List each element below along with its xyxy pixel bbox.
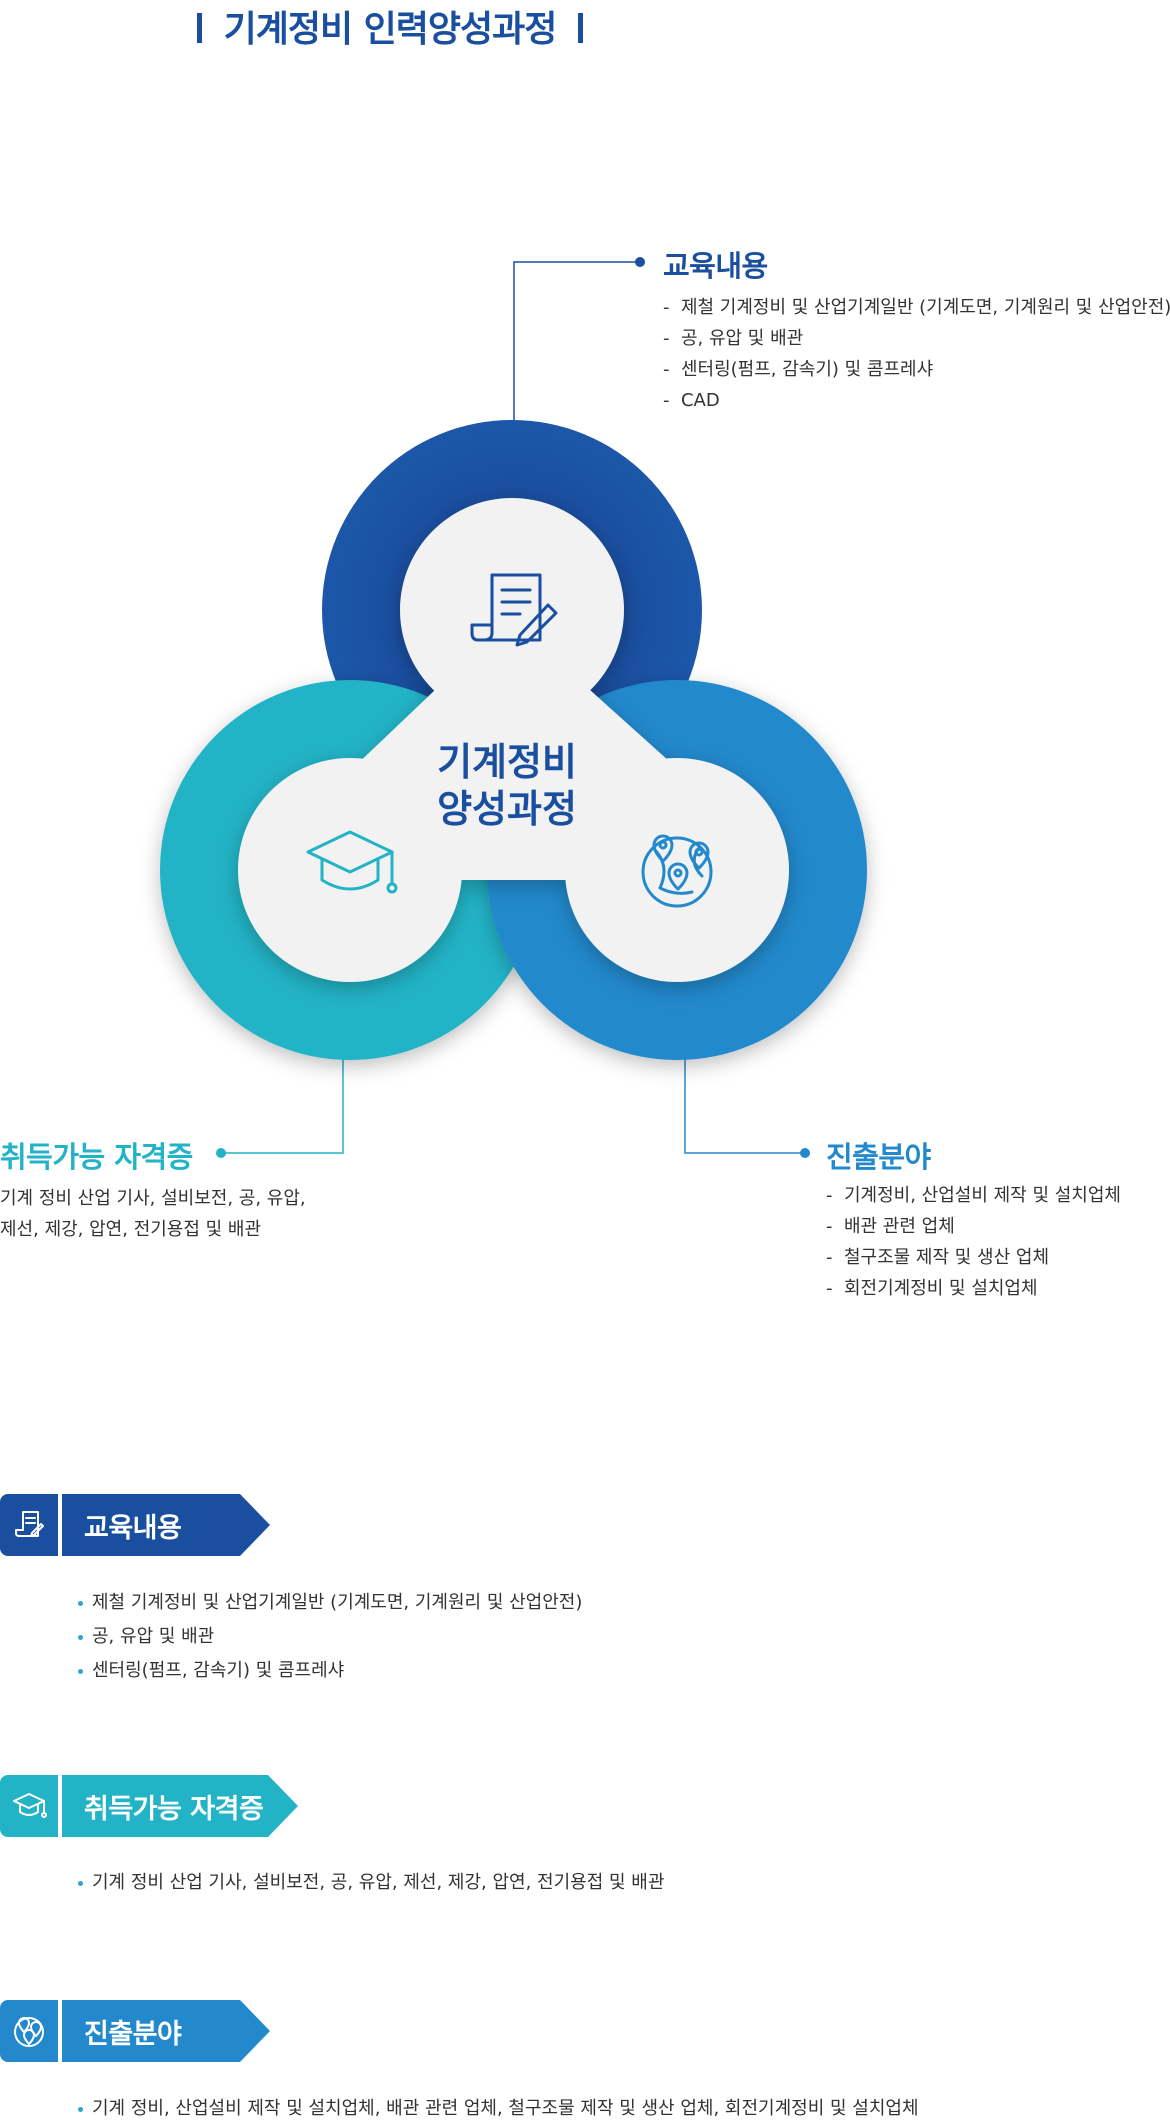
career-heading: 진출분야 — [826, 1140, 931, 1174]
career-banner-icon — [0, 2000, 58, 2062]
graduation-cap-icon — [13, 1793, 47, 1818]
connector-education — [513, 261, 640, 420]
page-title-text: 기계정비 인력양성과정 — [223, 9, 558, 50]
list-item: 공, 유압 및 배관 — [78, 1620, 582, 1654]
list-item: 공, 유압 및 배관 — [663, 323, 1170, 354]
certificate-banner-label: 취득가능 자격증 — [84, 1793, 264, 1825]
globe-pins-icon — [14, 2017, 44, 2047]
inner-shape — [238, 498, 789, 982]
certificate-bullet-list: 기계 정비 산업 기사, 설비보전, 공, 유압, 제선, 제강, 압연, 전기… — [78, 1866, 664, 1900]
list-item: 기계정비, 산업설비 제작 및 설치업체 — [826, 1180, 1121, 1211]
globe-pins-icon — [641, 834, 713, 908]
list-item: 철구조물 제작 및 생산 업체 — [826, 1242, 1121, 1273]
career-list: 기계정비, 산업설비 제작 및 설치업체 배관 관련 업체 철구조물 제작 및 … — [826, 1180, 1121, 1304]
career-bullet-list: 기계 정비, 산업설비 제작 및 설치업체, 배관 관련 업체, 철구조물 제작… — [78, 2092, 919, 2126]
list-item: 제철 기계정비 및 산업기계일반 (기계도면, 기계원리 및 산업안전) — [78, 1586, 582, 1620]
center-line2: 양성과정 — [437, 787, 577, 831]
connector-dot-education — [635, 257, 645, 267]
course-diagram: 기계정비 양성과정 교육내용 제철 기계정비 및 산업기계일반 (기계도면, 기… — [0, 0, 1170, 1320]
certificate-banner-icon — [0, 1775, 58, 1837]
list-item: 기계 정비 산업 기사, 설비보전, 공, 유압, 제선, 제강, 압연, 전기… — [78, 1866, 664, 1900]
career-banner-label: 진출분야 — [84, 2018, 182, 2050]
certificate-heading: 취득가능 자격증 — [0, 1140, 193, 1174]
page-title: 기계정비 인력양성과정 — [0, 0, 780, 52]
list-item: 기계 정비, 산업설비 제작 및 설치업체, 배관 관련 업체, 철구조물 제작… — [78, 2092, 919, 2126]
certificate-text: 기계 정비 산업 기사, 설비보전, 공, 유압, 제선, 제강, 압연, 전기… — [0, 1183, 306, 1245]
connector-certificate — [221, 1055, 344, 1154]
certificate-banner: 취득가능 자격증 — [0, 1775, 298, 1837]
connector-dot-career — [800, 1148, 810, 1158]
education-banner: 교육내용 — [0, 1494, 270, 1556]
certificate-line: 제선, 제강, 압연, 전기용접 및 배관 — [0, 1219, 262, 1240]
list-item: 배관 관련 업체 — [826, 1211, 1121, 1242]
ring-diagram: 기계정비 양성과정 — [160, 257, 867, 1158]
graduation-cap-icon — [306, 830, 398, 894]
education-list: 제철 기계정비 및 산업기계일반 (기계도면, 기계원리 및 산업안전) 공, … — [663, 292, 1170, 416]
education-banner-icon — [0, 1494, 58, 1556]
list-item: CAD — [663, 385, 1170, 416]
title-bar-left — [196, 13, 202, 43]
career-banner: 진출분야 — [0, 2000, 270, 2062]
connector-career — [684, 1055, 805, 1154]
education-banner-label: 교육내용 — [84, 1512, 182, 1544]
title-bar-right — [578, 13, 584, 43]
list-item: 센터링(펌프, 감속기) 및 콤프레샤 — [663, 354, 1170, 385]
center-line1: 기계정비 — [437, 740, 577, 784]
education-heading: 교육내용 — [663, 249, 768, 283]
career-banner-shape — [62, 2000, 270, 2062]
list-item: 회전기계정비 및 설치업체 — [826, 1273, 1121, 1304]
certificate-banner-shape — [62, 1775, 298, 1837]
education-bullet-list: 제철 기계정비 및 산업기계일반 (기계도면, 기계원리 및 산업안전) 공, … — [78, 1586, 582, 1688]
connector-dot-certificate — [216, 1148, 226, 1158]
document-pen-icon — [15, 1511, 44, 1537]
education-banner-shape — [62, 1494, 270, 1556]
list-item: 센터링(펌프, 감속기) 및 콤프레샤 — [78, 1654, 582, 1688]
certificate-line: 기계 정비 산업 기사, 설비보전, 공, 유압, — [0, 1188, 306, 1209]
document-pen-icon — [470, 573, 558, 647]
list-item: 제철 기계정비 및 산업기계일반 (기계도면, 기계원리 및 산업안전) — [663, 292, 1170, 323]
